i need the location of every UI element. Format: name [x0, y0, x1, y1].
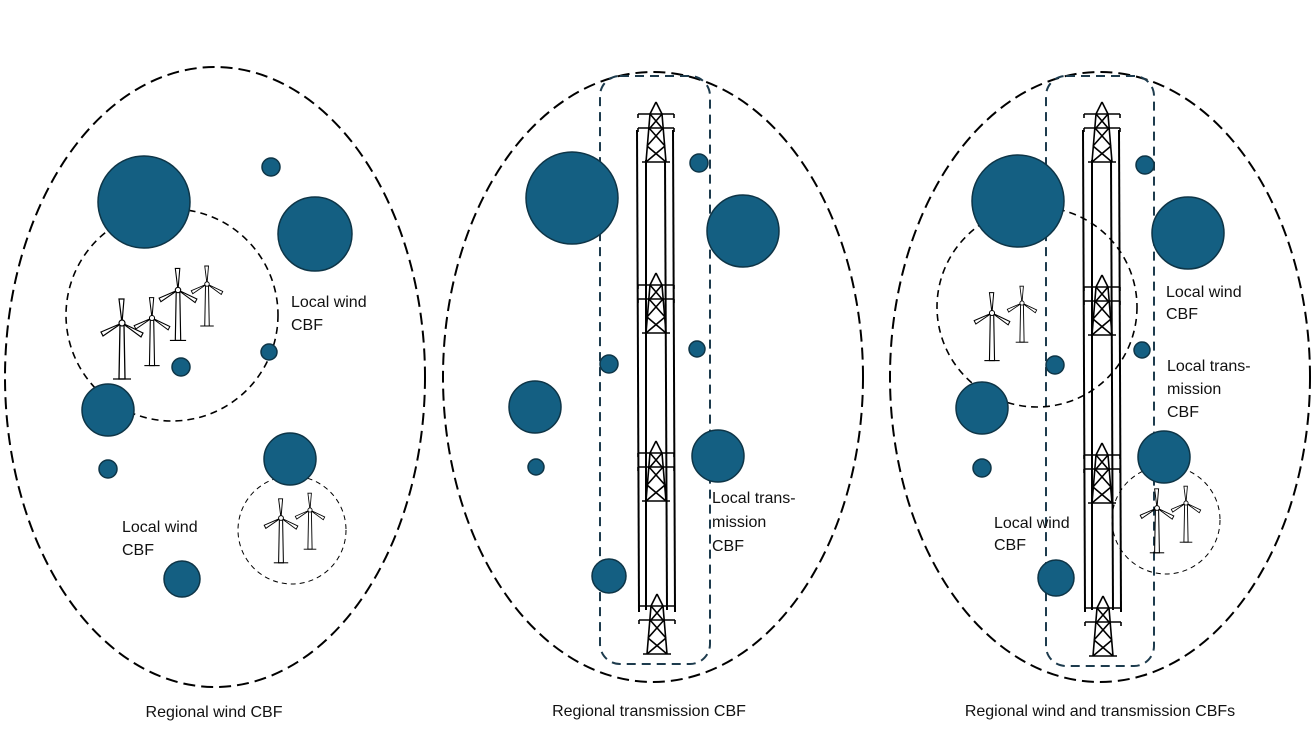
node	[1137, 430, 1191, 484]
transmission-tower-icon	[1083, 442, 1121, 504]
transmission-tower-icon	[637, 440, 675, 502]
transmission-line	[636, 129, 640, 613]
node	[261, 157, 281, 177]
node	[1133, 341, 1151, 359]
wind-turbine-icon	[190, 265, 224, 327]
transmission-line	[1082, 129, 1086, 613]
wind-turbine-icon	[263, 498, 299, 564]
transmission-line	[1110, 159, 1114, 611]
node	[1135, 155, 1155, 175]
caption: Regional wind and transmission CBFs	[965, 703, 1235, 720]
node	[171, 357, 191, 377]
node	[599, 354, 619, 374]
wind-turbine-icon	[294, 492, 326, 550]
caption: Regional transmission CBF	[552, 703, 746, 720]
node	[163, 560, 201, 598]
local-transmission-boundary	[599, 75, 711, 665]
node	[98, 459, 118, 479]
transmission-line	[1118, 129, 1122, 613]
regional-boundary	[442, 71, 864, 683]
node	[972, 458, 992, 478]
wind-turbine-icon	[158, 267, 198, 341]
node	[1151, 196, 1225, 270]
wind-turbine-icon	[1170, 485, 1202, 543]
transmission-line	[664, 159, 668, 611]
transmission-tower-icon	[1084, 595, 1122, 657]
node	[527, 458, 545, 476]
node	[591, 558, 627, 594]
local-wind-boundary	[237, 475, 347, 585]
node	[263, 432, 317, 486]
node	[706, 194, 780, 268]
transmission-tower-icon	[637, 101, 675, 163]
local-transmission-boundary	[1045, 75, 1155, 667]
node	[955, 381, 1009, 435]
node	[688, 340, 706, 358]
node	[691, 429, 745, 483]
node	[508, 380, 562, 434]
transmission-tower-icon	[1083, 274, 1121, 336]
wind-turbine-icon	[1139, 488, 1175, 554]
transmission-tower-icon	[637, 272, 675, 334]
node	[689, 153, 709, 173]
node	[97, 155, 191, 249]
node	[525, 151, 619, 245]
node	[277, 196, 353, 272]
regional-boundary	[4, 66, 426, 688]
node	[81, 383, 135, 437]
node	[1045, 355, 1065, 375]
local-wind-boundary	[65, 208, 279, 422]
caption: Regional wind CBF	[146, 704, 283, 721]
node	[971, 154, 1065, 248]
regional-boundary	[889, 71, 1311, 683]
wind-turbine-icon	[973, 292, 1011, 362]
wind-turbine-icon	[1006, 285, 1038, 343]
transmission-line	[672, 129, 676, 613]
transmission-tower-icon	[1083, 101, 1121, 163]
node	[1037, 559, 1075, 597]
transmission-tower-icon	[638, 593, 676, 655]
wind-turbine-icon	[100, 298, 144, 380]
node	[260, 343, 278, 361]
